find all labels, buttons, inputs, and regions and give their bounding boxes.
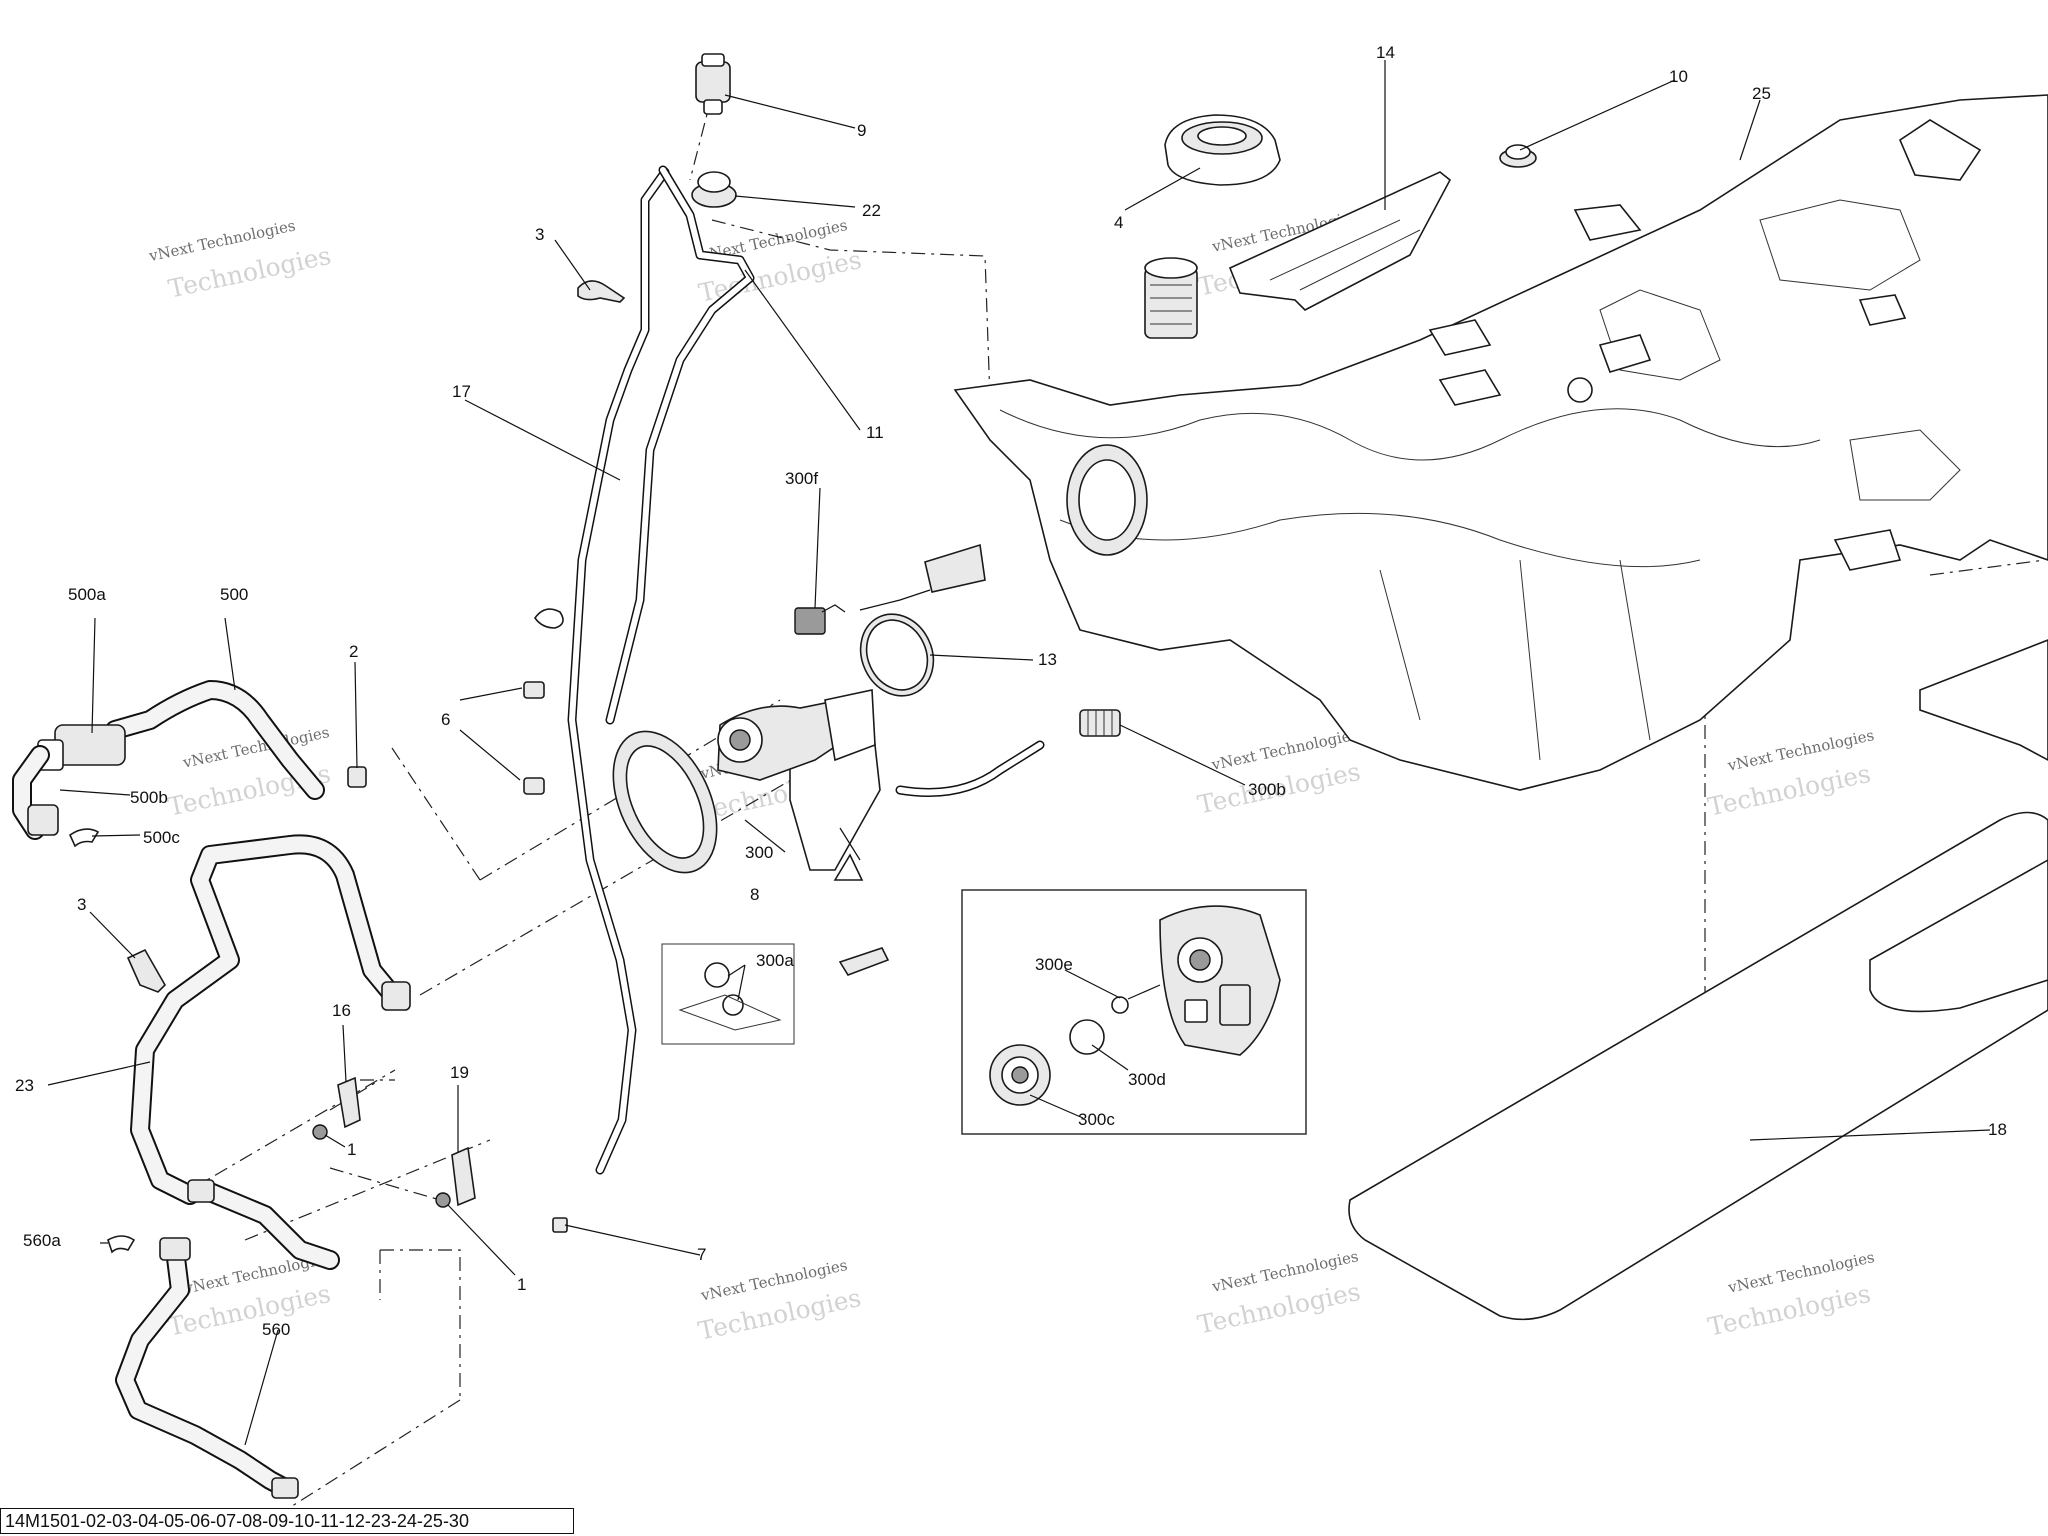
- callout-4: 4: [1114, 213, 1123, 232]
- vent-line: [605, 165, 755, 725]
- diagram-reference-code: 14M1501-02-03-04-05-06-07-08-09-10-11-12…: [0, 1508, 574, 1534]
- callout-17: 17: [452, 382, 471, 401]
- watermark: Technologies vNext Technologies: [147, 216, 334, 303]
- watermark: Technologies vNext Technologies: [1195, 725, 1363, 819]
- hose-clamp: [126, 948, 166, 993]
- vent-valve: [695, 53, 731, 115]
- callout-6: 6: [441, 710, 450, 729]
- leader-lines: [47, 60, 1991, 1446]
- pump-head-detail-inset: [961, 889, 1307, 1135]
- fuel-level-sensor: [794, 543, 986, 635]
- watermark: Technologies vNext Technologies: [1195, 1247, 1363, 1339]
- fuel-tank: [953, 94, 2048, 791]
- watermark: Technologies vNext Technologies: [696, 1256, 864, 1346]
- grommet: [1499, 144, 1537, 168]
- callout-7: 7: [697, 1245, 706, 1264]
- callout-500b: 500b: [130, 788, 168, 807]
- callout-560: 560: [262, 1320, 290, 1339]
- callout-16: 16: [332, 1001, 351, 1020]
- callouts: 9 22 11 3 17 10 14 4 25 18 300f 13 300b …: [15, 43, 2007, 1339]
- vent-hose: [567, 167, 670, 1175]
- callout-23: 23: [15, 1076, 34, 1095]
- callout-300: 300: [745, 843, 773, 862]
- callout-9: 9: [857, 121, 866, 140]
- callout-8: 8: [750, 885, 759, 904]
- callout-300f: 300f: [785, 469, 818, 488]
- tank-strap: [1919, 639, 2048, 761]
- assembly-lines: [189, 94, 2046, 1521]
- pump-gasket: [859, 613, 935, 697]
- callout-18: 18: [1988, 1120, 2007, 1139]
- callout-500: 500: [220, 585, 248, 604]
- callout-300a: 300a: [756, 951, 794, 970]
- heat-shield: [1228, 171, 1452, 311]
- bracket: [337, 1076, 361, 1129]
- bracket: [451, 1146, 476, 1207]
- hose-clip: [68, 828, 100, 848]
- hose-clamp: [577, 280, 626, 303]
- clip: [523, 608, 564, 795]
- vent-grommet: [691, 171, 737, 208]
- screw: [312, 1124, 328, 1140]
- callout-300d: 300d: [1128, 1070, 1166, 1089]
- callout-13: 13: [1038, 650, 1057, 669]
- shim: [838, 947, 890, 976]
- callout-300b: 300b: [1248, 780, 1286, 799]
- callout-22: 22: [862, 201, 881, 220]
- watermark: Technologies vNext Technologies: [1705, 726, 1875, 821]
- hose-fitting: [552, 1217, 568, 1233]
- callout-25: 25: [1752, 84, 1771, 103]
- lock-ring: [612, 730, 718, 874]
- callout-14: 14: [1376, 43, 1395, 62]
- fuel-hose: [115, 1237, 299, 1499]
- strainer-kit-inset: [661, 943, 795, 1045]
- callout-500a: 500a: [68, 585, 106, 604]
- pressure-regulator: [1079, 709, 1121, 737]
- hose-clip: [107, 1235, 136, 1254]
- callout-500c: 500c: [143, 828, 180, 847]
- fuel-line: [130, 834, 411, 1270]
- callout-300e: 300e: [1035, 955, 1073, 974]
- callout-19: 19: [450, 1063, 469, 1082]
- callout-2: 2: [349, 642, 358, 661]
- filler-cap: [1164, 114, 1281, 186]
- tank-pad: [1348, 811, 2048, 1321]
- fuel-pump-module: [717, 689, 1045, 881]
- tank-vent-valve: [1899, 119, 1982, 181]
- fuel-supply-hose: [12, 680, 325, 840]
- callout-3: 3: [535, 225, 544, 244]
- callout-1: 1: [517, 1275, 526, 1294]
- callout-1: 1: [347, 1140, 356, 1159]
- callout-3: 3: [77, 895, 86, 914]
- watermark: Technologies vNext Technologies: [1705, 1248, 1876, 1342]
- callout-11: 11: [866, 423, 884, 442]
- callout-560a: 560a: [23, 1231, 61, 1250]
- clip: [347, 766, 367, 788]
- callout-10: 10: [1669, 67, 1688, 86]
- screw: [435, 1192, 451, 1208]
- callout-300c: 300c: [1078, 1110, 1115, 1129]
